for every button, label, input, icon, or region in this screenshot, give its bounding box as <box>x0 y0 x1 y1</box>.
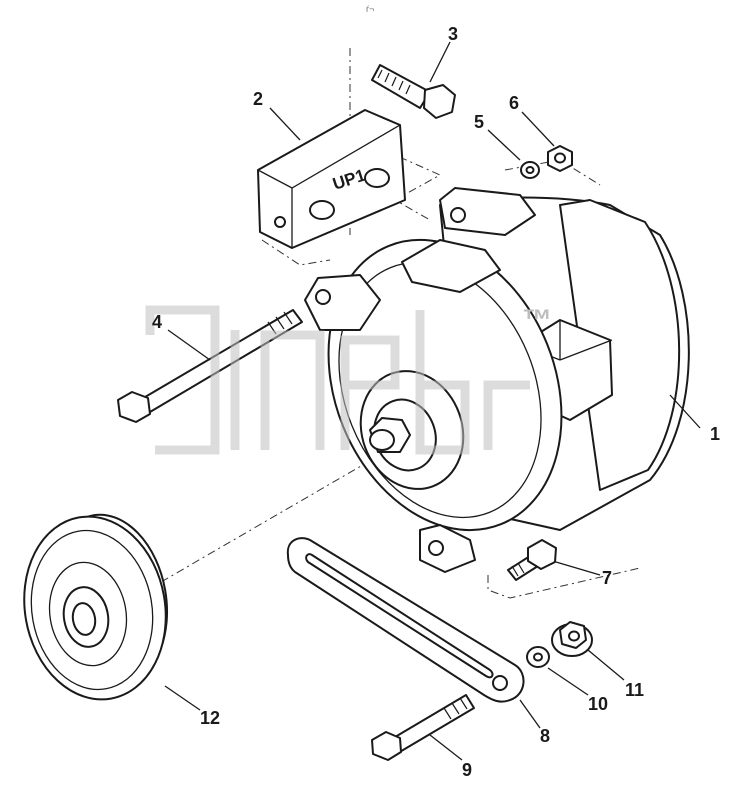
washer-small <box>520 161 540 179</box>
callout-10: 10 <box>588 694 608 714</box>
callout-5: 5 <box>474 112 484 132</box>
watermark-logo: ™ <box>145 304 552 455</box>
pulley <box>23 513 169 701</box>
callout-1: 1 <box>710 424 720 444</box>
bolt-bottom <box>371 694 475 761</box>
mounting-bracket: UP1 <box>257 109 406 249</box>
alternator <box>304 187 690 573</box>
watermark-tm: ™ <box>522 304 552 337</box>
callout-6: 6 <box>509 93 519 113</box>
callout-11: 11 <box>625 680 644 700</box>
callout-3: 3 <box>448 24 458 44</box>
callout-8: 8 <box>540 726 550 746</box>
bolt-top <box>371 64 456 119</box>
callout-2: 2 <box>253 89 263 109</box>
nut-small <box>547 145 573 172</box>
bolt-lower <box>507 539 557 581</box>
corner-mark: ŕ¬ <box>366 4 374 14</box>
callouts: 1 2 3 4 5 6 7 8 9 10 11 12 <box>152 24 720 780</box>
callout-7: 7 <box>602 568 612 588</box>
adjusting-strap <box>286 537 525 703</box>
leader-lines <box>164 41 701 761</box>
washer-lower <box>526 646 550 668</box>
callout-9: 9 <box>462 760 472 780</box>
flange-nut <box>551 621 593 657</box>
callout-12: 12 <box>200 708 220 728</box>
callout-4: 4 <box>152 312 162 332</box>
